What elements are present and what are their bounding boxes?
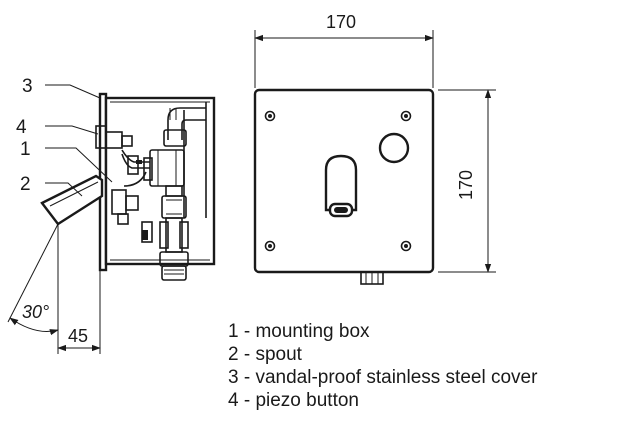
callout-4: 4: [16, 117, 27, 138]
depth-dimension-label: 45: [68, 326, 88, 346]
piezo-button-front: [378, 132, 410, 164]
angle-dimension-label: 30°: [22, 302, 49, 322]
screw-top-right: [400, 110, 412, 122]
legend-item-mounting-box: 1 - mounting box: [228, 321, 370, 342]
legend-item-piezo-button: 4 - piezo button: [228, 390, 359, 411]
side-view: [7, 84, 216, 354]
parts-legend: 1 - mounting box 2 - spout 3 - vandal-pr…: [228, 320, 537, 412]
spout-front: [324, 154, 358, 218]
width-dimension-label: 170: [326, 12, 356, 32]
callout-2: 2: [20, 174, 31, 195]
screw-bottom-left: [264, 240, 276, 252]
screw-top-left: [264, 110, 276, 122]
legend-item-spout: 2 - spout: [228, 344, 302, 365]
callout-3: 3: [22, 76, 33, 97]
screw-bottom-right: [400, 240, 412, 252]
elbow-pipe: [167, 107, 206, 140]
front-view: [253, 30, 496, 285]
legend-item-cover: 3 - vandal-proof stainless steel cover: [228, 367, 538, 388]
bottom-connector: [360, 271, 384, 285]
height-dimension-label: 170: [456, 170, 476, 200]
callout-1: 1: [20, 139, 31, 160]
